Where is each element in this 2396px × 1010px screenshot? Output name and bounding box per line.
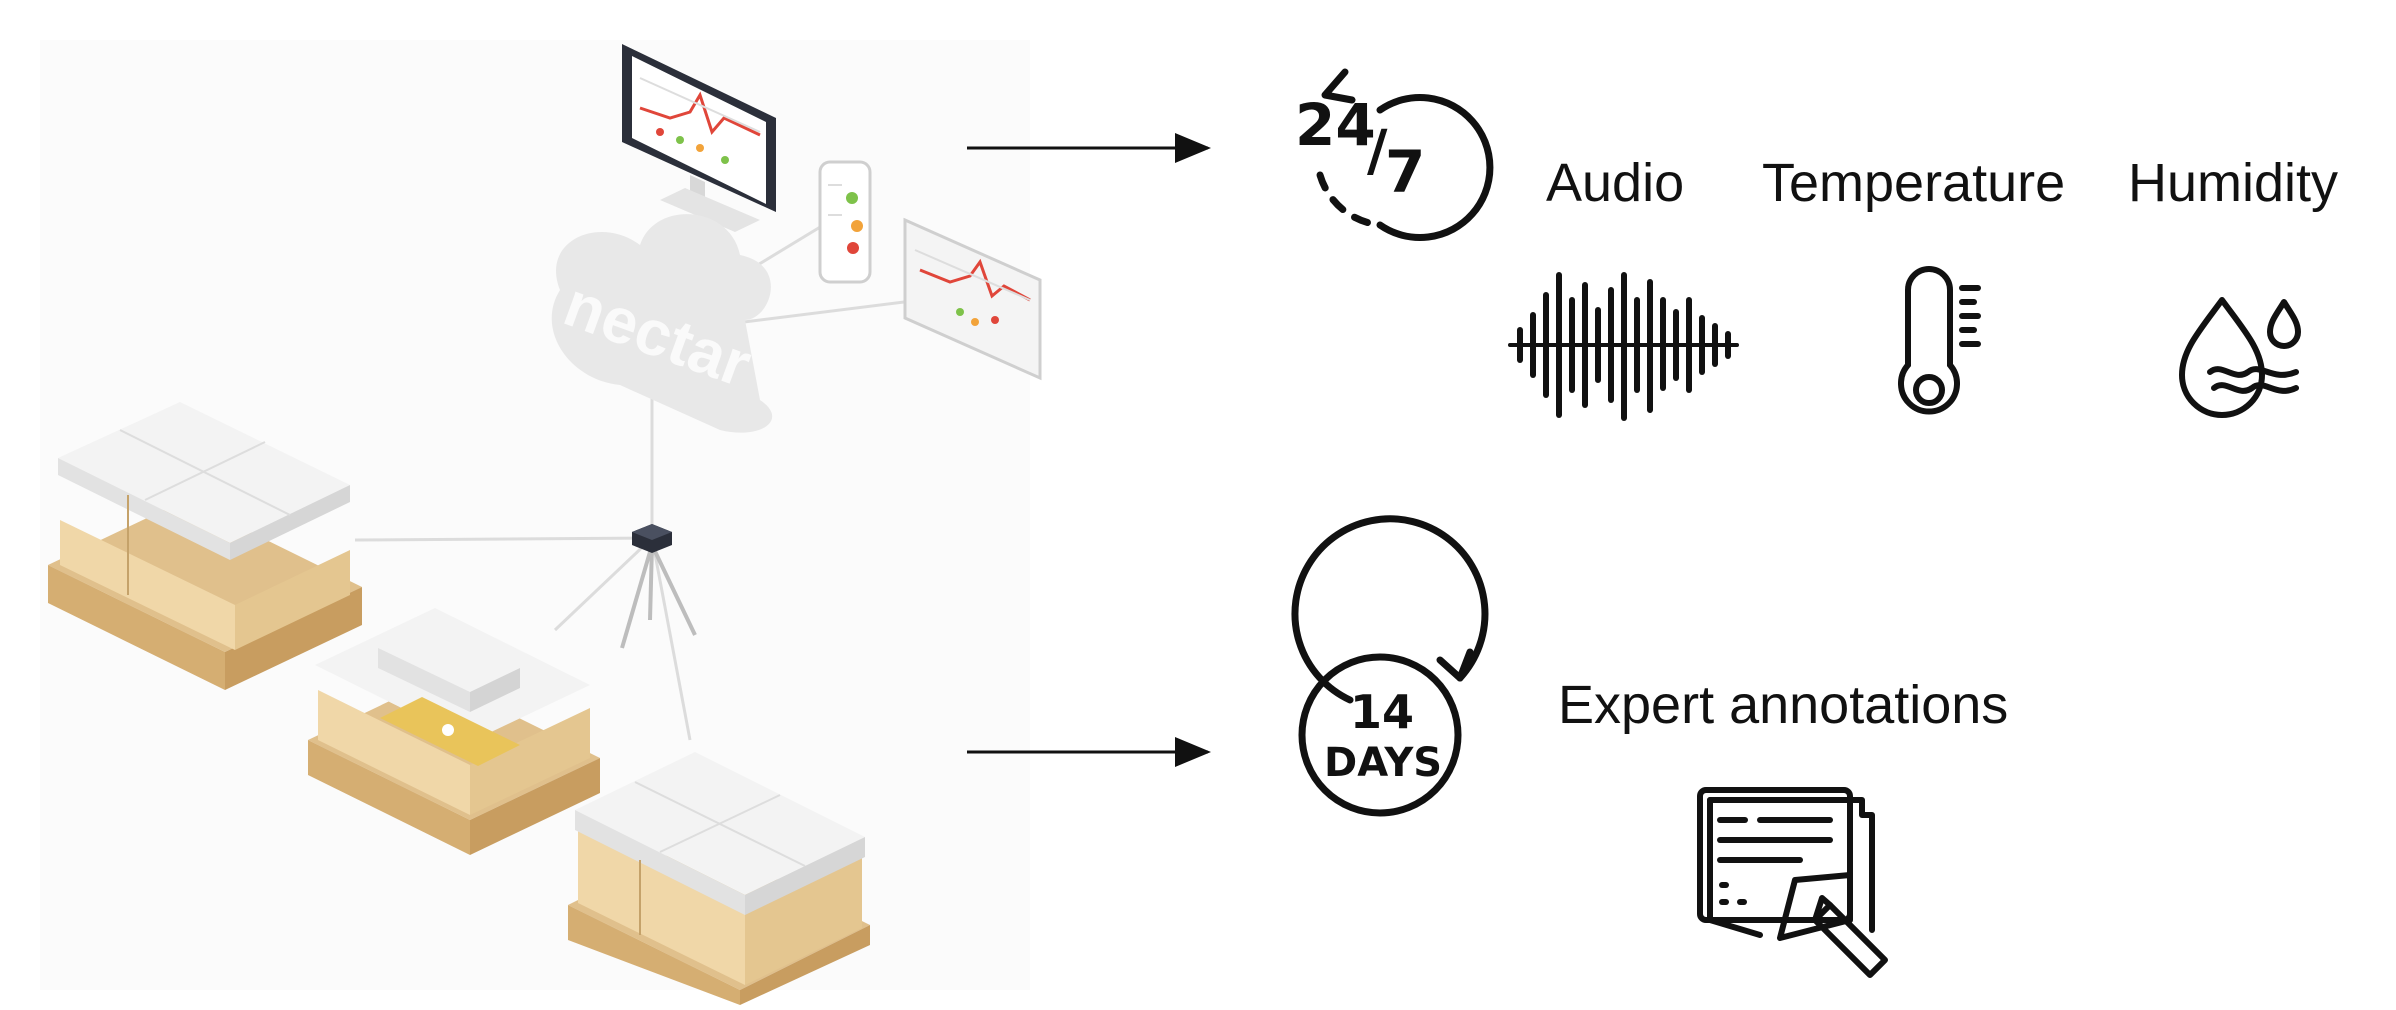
cloud-icon xyxy=(551,214,773,433)
sensor-label-humidity: Humidity xyxy=(2128,153,2339,213)
badge-14-text: 14 xyxy=(1350,685,1414,739)
sound-wave-icon xyxy=(1508,272,1739,421)
thermometer-icon xyxy=(1898,266,1981,415)
beehive-2-open xyxy=(308,608,600,855)
phone-icon xyxy=(818,160,872,284)
sensor-label-audio: Audio xyxy=(1546,153,1685,213)
tablet-icon xyxy=(903,217,1042,381)
beehive-3 xyxy=(568,752,870,1005)
monitor-icon xyxy=(622,44,776,232)
calendar-14-days-icon xyxy=(1291,515,1489,817)
badge-days-text: DAYS xyxy=(1324,740,1442,786)
sensor-label-temperature: Temperature xyxy=(1762,153,2066,213)
badge-slash: / xyxy=(1367,119,1388,184)
badge-24-text: 24 xyxy=(1295,91,1376,159)
gateway-hub-icon xyxy=(620,524,697,649)
document-pencil-icon xyxy=(1697,787,1888,978)
humidity-drops-icon xyxy=(2179,297,2301,418)
clock-24-7-icon xyxy=(1316,68,1494,241)
badge-7-text: 7 xyxy=(1385,138,1425,206)
expert-annotations-label: Expert annotations xyxy=(1558,675,2009,735)
beehive-1 xyxy=(48,402,362,690)
